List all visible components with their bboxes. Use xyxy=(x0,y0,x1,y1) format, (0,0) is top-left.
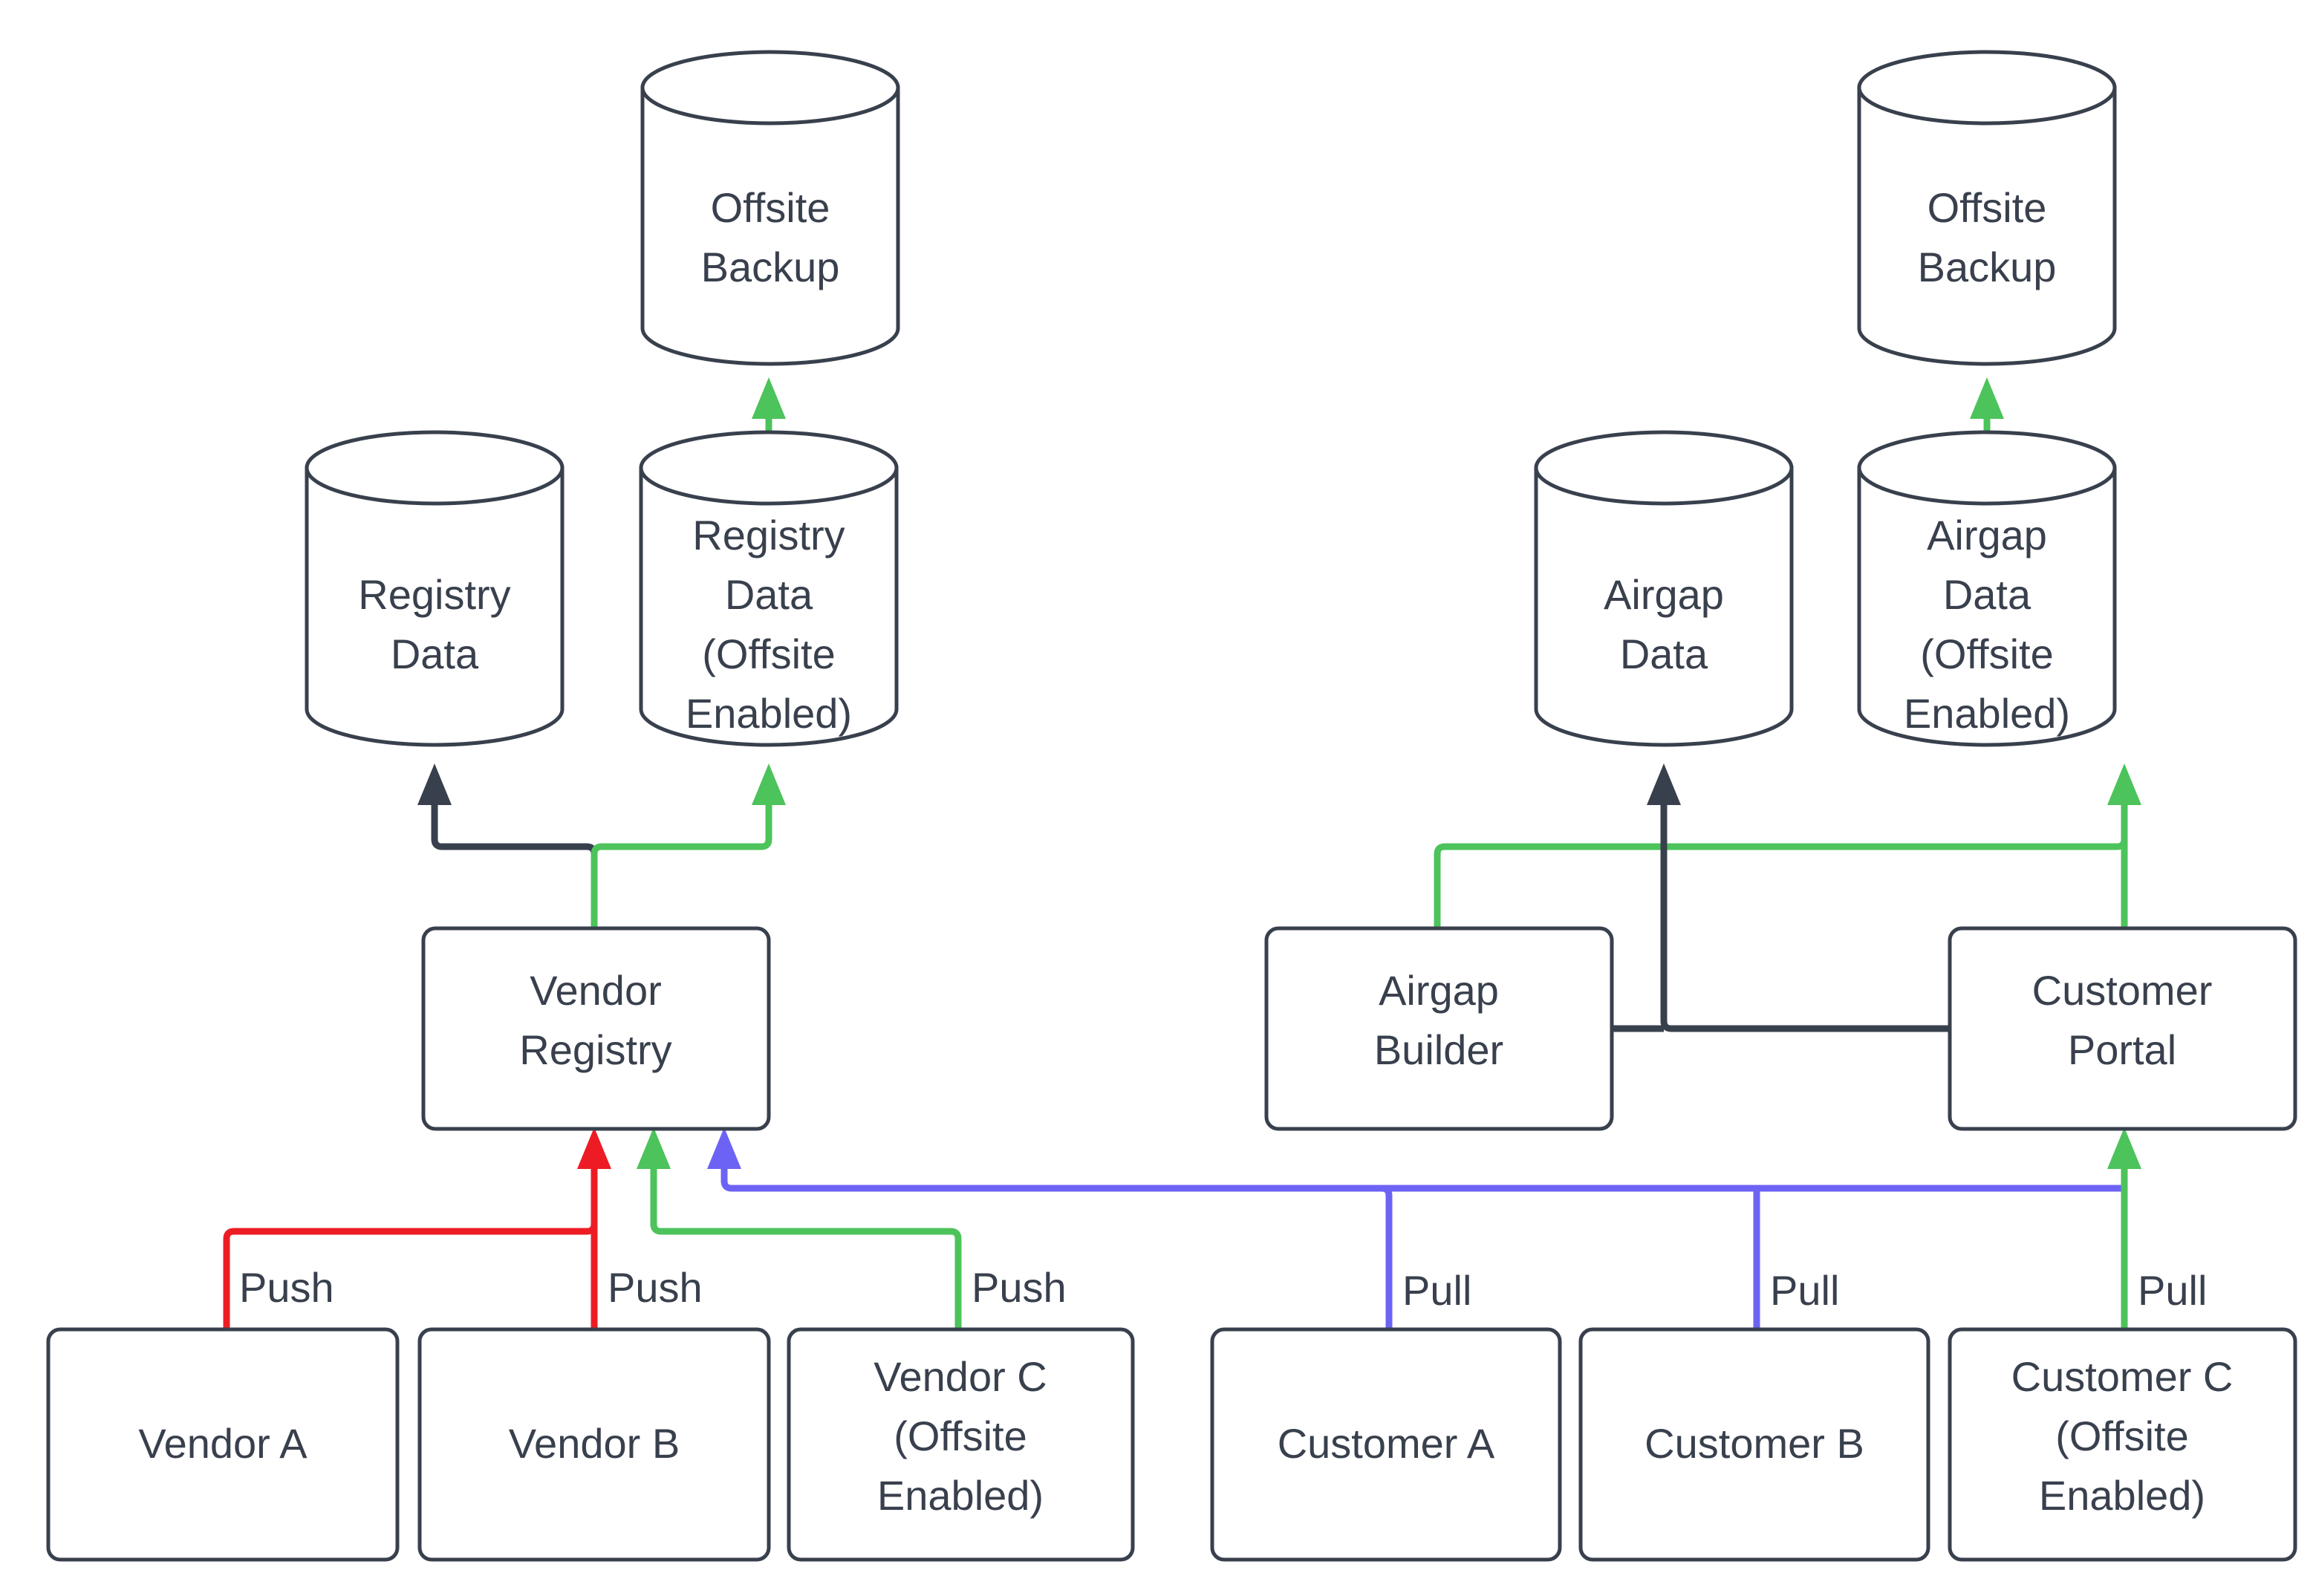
arrowhead xyxy=(1970,377,2004,419)
edge-label-vendor-c-push: Push xyxy=(972,1264,1067,1311)
arrowhead xyxy=(1647,763,1681,805)
edge-label-vendor-a-push: Push xyxy=(239,1264,334,1311)
node-customer-b[interactable]: Customer B xyxy=(1578,1327,1930,1562)
offsite-backup-right-label-2: Backup xyxy=(1918,244,2057,290)
edge-label-customer-b-pull: Pull xyxy=(1770,1267,1839,1314)
registry-data-label-2: Data xyxy=(391,631,479,677)
edge-label-customer-a-pull: Pull xyxy=(1402,1267,1471,1314)
node-vendor-registry[interactable]: Vendor Registry xyxy=(421,926,771,1131)
edge-vendor-c-push xyxy=(637,1127,962,1329)
airgap-data-label-2: Data xyxy=(1620,631,1708,677)
offsite-backup-left-label-2: Backup xyxy=(701,244,840,290)
customer-b-label: Customer B xyxy=(1645,1420,1864,1467)
edge-vendor-registry-to-registry-data xyxy=(417,763,598,928)
vendor-registry-label-2: Registry xyxy=(519,1026,671,1073)
node-offsite-backup-left[interactable]: Offsite Backup xyxy=(640,50,900,366)
edge-labels-layer: Push Push Push Pull Pull Pull xyxy=(239,1264,2207,1314)
registry-data-offsite-label-2: Data xyxy=(725,571,813,618)
node-airgap-builder[interactable]: Airgap Builder xyxy=(1264,926,1614,1131)
edge-vendor-registry-to-registry-data-offsite xyxy=(591,763,786,928)
registry-data-offsite-label-4: Enabled) xyxy=(686,690,852,737)
vendor-registry-label-1: Vendor xyxy=(530,967,662,1014)
customer-portal-label-1: Customer xyxy=(2032,967,2213,1014)
vendor-c-label-2: (Offsite xyxy=(894,1413,1027,1459)
airgap-data-offsite-label-1: Airgap xyxy=(1927,512,2047,558)
edge-customer-a-pull xyxy=(707,1127,1393,1329)
arrowhead xyxy=(2107,1127,2141,1169)
node-customer-c[interactable]: Customer C (Offsite Enabled) xyxy=(1948,1327,2297,1562)
airgap-builder-label-1: Airgap xyxy=(1379,967,1499,1014)
airgap-builder-label-2: Builder xyxy=(1374,1026,1503,1073)
customer-portal-label-2: Portal xyxy=(2068,1026,2176,1073)
vendor-a-label: Vendor A xyxy=(138,1420,308,1467)
node-registry-data-offsite[interactable]: Registry Data (Offsite Enabled) xyxy=(639,430,899,747)
vendor-c-label-3: Enabled) xyxy=(877,1472,1044,1519)
arrowhead xyxy=(637,1127,671,1169)
arrowhead xyxy=(707,1127,741,1169)
arrowhead xyxy=(752,763,786,805)
customer-c-label-3: Enabled) xyxy=(2039,1472,2205,1519)
node-registry-data[interactable]: Registry Data xyxy=(305,430,565,747)
registry-data-label-1: Registry xyxy=(358,571,510,618)
arrowhead xyxy=(417,763,452,805)
airgap-data-offsite-label-3: (Offsite xyxy=(1920,631,2053,677)
node-customer-a[interactable]: Customer A xyxy=(1210,1327,1562,1562)
airgap-data-label-1: Airgap xyxy=(1604,571,1724,618)
edge-label-customer-c-pull: Pull xyxy=(2138,1267,2207,1314)
edge-customer-c-pull xyxy=(2107,1127,2141,1329)
node-airgap-data[interactable]: Airgap Data xyxy=(1534,430,1794,747)
offsite-backup-right-label-1: Offsite xyxy=(1928,184,2047,231)
registry-data-offsite-label-1: Registry xyxy=(692,512,845,558)
airgap-data-offsite-label-2: Data xyxy=(1943,571,2031,618)
arrowhead xyxy=(2107,763,2141,805)
edge-label-vendor-b-push: Push xyxy=(608,1264,703,1311)
customer-c-label-2: (Offsite xyxy=(2055,1413,2188,1459)
edge-customer-portal-to-airgap-data-offsite xyxy=(2107,763,2141,928)
node-offsite-backup-right[interactable]: Offsite Backup xyxy=(1857,50,2117,366)
registry-data-offsite-label-3: (Offsite xyxy=(702,631,835,677)
airgap-data-offsite-label-4: Enabled) xyxy=(1904,690,2070,737)
customer-c-label-1: Customer C xyxy=(2011,1353,2234,1400)
node-customer-portal[interactable]: Customer Portal xyxy=(1948,926,2297,1131)
node-airgap-data-offsite[interactable]: Airgap Data (Offsite Enabled) xyxy=(1857,430,2117,747)
vendor-b-label: Vendor B xyxy=(509,1420,680,1467)
arrowhead xyxy=(752,377,786,419)
edge-airgap-builder-to-airgap-data-offsite xyxy=(1434,795,2128,928)
node-vendor-b[interactable]: Vendor B xyxy=(417,1327,771,1562)
node-vendor-a[interactable]: Vendor A xyxy=(46,1327,400,1562)
offsite-backup-left-label-1: Offsite xyxy=(711,184,830,231)
node-vendor-c[interactable]: Vendor C (Offsite Enabled) xyxy=(787,1327,1135,1562)
customer-a-label: Customer A xyxy=(1278,1420,1495,1467)
arrowhead xyxy=(577,1127,611,1169)
vendor-c-label-1: Vendor C xyxy=(874,1353,1047,1400)
